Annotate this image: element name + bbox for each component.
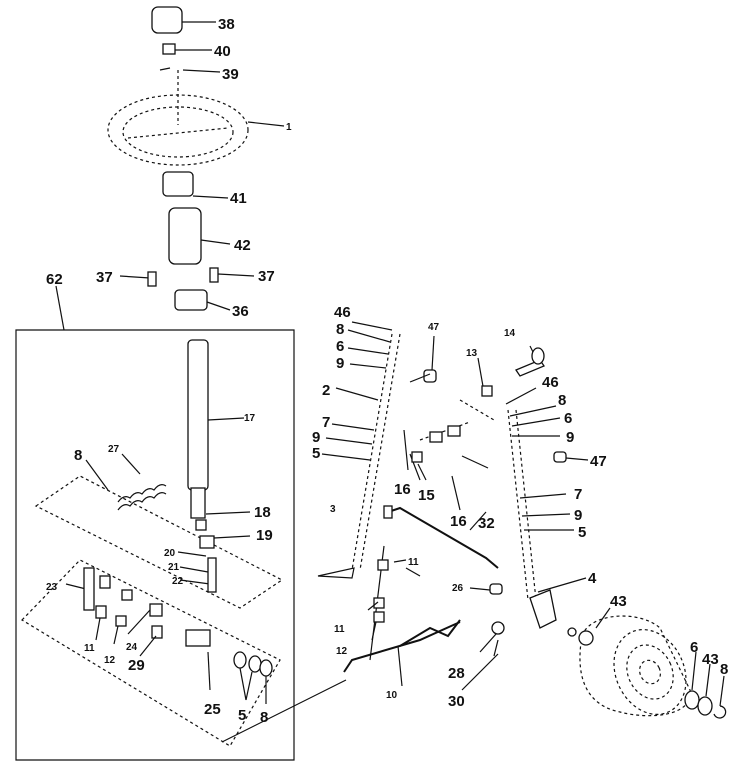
part-number-32: 32 [478, 515, 495, 532]
part-number-11-right: 11 [408, 557, 419, 568]
tie-bar-and-bolt [459, 345, 545, 421]
right-spindle [505, 387, 589, 629]
tie-rod [343, 545, 461, 687]
part-number-20: 20 [164, 548, 176, 559]
part-number-8-right: 8 [558, 392, 566, 409]
part-number-38: 38 [218, 16, 235, 33]
part-number-4: 4 [588, 570, 597, 587]
part-number-9-left-lower: 9 [312, 429, 320, 446]
part-number-30: 30 [448, 693, 465, 710]
part-number-47-right: 47 [590, 453, 607, 470]
cap-washer [159, 67, 221, 73]
part-number-6-wheel: 6 [690, 639, 698, 656]
lower-plate [21, 559, 281, 747]
part-number-5-right: 5 [578, 524, 586, 541]
part-number-5-left: 5 [312, 445, 320, 462]
left-spindle [317, 321, 401, 579]
steering-shaft [187, 339, 245, 519]
part-number-24: 24 [126, 642, 138, 653]
part-number-15: 15 [418, 487, 435, 504]
part-number-8-box-lower: 8 [260, 709, 268, 726]
front-tire [579, 615, 691, 717]
part-number-13: 13 [466, 348, 478, 359]
part-number-36: 36 [232, 303, 249, 320]
part-number-19: 19 [256, 527, 273, 544]
part-number-11-box: 11 [84, 643, 95, 654]
part-number-28: 28 [448, 665, 465, 682]
part-number-40: 40 [214, 43, 231, 60]
part-number-6-left: 6 [336, 338, 344, 355]
part-number-46-left: 46 [334, 304, 351, 321]
drag-link [383, 505, 499, 569]
column-screw-left [119, 271, 157, 287]
spring [117, 453, 167, 511]
part-number-11-mid: 11 [334, 624, 345, 635]
part-number-14: 14 [504, 328, 516, 339]
part-number-8-box: 8 [74, 447, 82, 464]
part-number-22: 22 [172, 576, 184, 587]
part-number-6-right: 6 [564, 410, 572, 427]
part-number-26: 26 [452, 583, 464, 594]
part-number-10: 10 [386, 690, 398, 701]
part-number-23: 23 [46, 582, 58, 593]
part-number-12-box: 12 [104, 655, 116, 666]
part-number-12-mid: 12 [336, 646, 348, 657]
assembly-62-box [15, 285, 295, 761]
column-spacer [168, 207, 231, 265]
cap-nut [162, 43, 212, 55]
part-number-8-left: 8 [336, 321, 344, 338]
part-number-7-left: 7 [322, 414, 330, 431]
spindle-bolt-47a [409, 335, 437, 383]
part-number-62: 62 [46, 271, 63, 288]
part-number-46-right: 46 [542, 374, 559, 391]
part-number-5-box: 5 [238, 707, 246, 724]
part-number-37-left: 37 [96, 269, 113, 286]
steering-adapter [162, 171, 229, 199]
part-number-37-right: 37 [258, 268, 275, 285]
part-number-39: 39 [222, 66, 239, 83]
part-number-29: 29 [128, 657, 145, 674]
part-number-9-left: 9 [336, 355, 344, 372]
part-number-18: 18 [254, 504, 271, 521]
bracket-dashed-plane-top [34, 459, 284, 609]
part-number-1: 1 [286, 122, 292, 133]
part-number-9-right: 9 [566, 429, 574, 446]
shaft-fasteners [177, 511, 251, 593]
column-screw-right [209, 267, 255, 283]
part-number-21: 21 [168, 562, 180, 573]
center-pivot [403, 421, 489, 511]
steering-wheel [107, 70, 285, 166]
part-number-2: 2 [322, 382, 330, 399]
part-number-43-top: 43 [610, 593, 627, 610]
column-bushing [174, 289, 231, 311]
part-number-16-upper: 16 [394, 481, 411, 498]
steering-cap [151, 6, 216, 34]
part-number-42: 42 [234, 237, 251, 254]
wheel-hardware [567, 607, 727, 719]
part-number-17: 17 [244, 413, 256, 424]
part-number-43-wheel: 43 [702, 651, 719, 668]
part-number-3: 3 [330, 504, 336, 515]
ball-joint [461, 583, 505, 691]
part-number-47-top: 47 [428, 322, 440, 333]
part-number-27: 27 [108, 444, 120, 455]
part-number-16-lower: 16 [450, 513, 467, 530]
part-number-25: 25 [204, 701, 221, 718]
part-number-8-wheel: 8 [720, 661, 728, 678]
part-number-9-right-lower: 9 [574, 507, 582, 524]
part-number-7-right: 7 [574, 486, 582, 503]
part-number-41: 41 [230, 190, 247, 207]
